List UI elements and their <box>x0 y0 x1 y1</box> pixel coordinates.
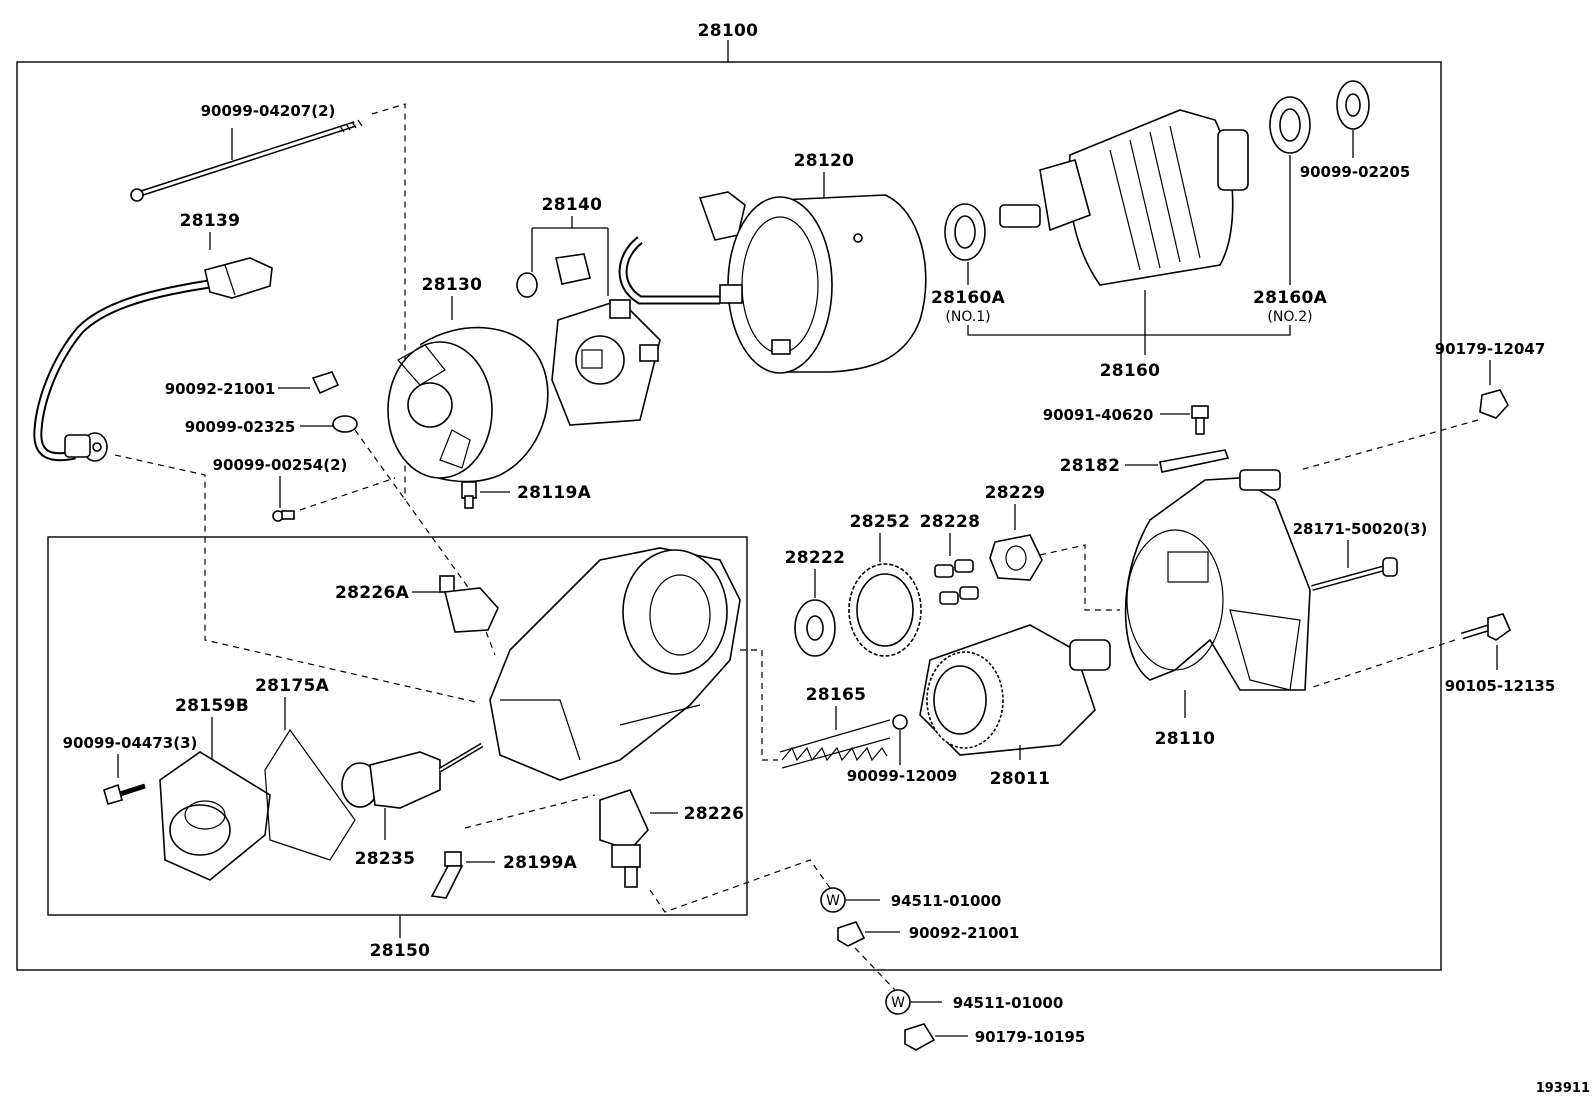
lead-wire-label: 28139 <box>180 211 241 231</box>
armature-group-label: 28160 <box>1100 361 1161 381</box>
washer-e: W <box>885 989 911 1015</box>
screw-a-label: 90099-00254(2) <box>213 456 348 474</box>
washer-e-label: 94511-01000 <box>953 994 1064 1012</box>
retainer-label: 28229 <box>985 483 1046 503</box>
bolt-c-label: 28171-50020(3) <box>1293 520 1428 538</box>
nut-small-a-label: 90092-21001 <box>165 380 276 398</box>
bolt-b-label: 90091-40620 <box>1043 406 1154 424</box>
clutch <box>919 624 1111 756</box>
retainer <box>989 534 1043 581</box>
yoke-label: 28120 <box>794 151 855 171</box>
stud-bolt-label: 90105-12135 <box>1445 677 1556 695</box>
contact-a-label: 28119A <box>517 483 592 503</box>
plunger <box>341 742 484 809</box>
subassembly-label: 28150 <box>370 941 431 961</box>
yoke <box>618 191 927 374</box>
terminal-b-label: 28226 <box>684 804 745 824</box>
brush-holder <box>516 253 661 426</box>
contact-b-label: 28199A <box>503 853 578 873</box>
cover <box>159 751 271 881</box>
armature <box>999 109 1249 286</box>
terminal-a <box>439 575 499 633</box>
gear <box>848 563 922 657</box>
cover-label: 28159B <box>175 696 249 716</box>
bearing-no2 <box>1269 96 1311 154</box>
figure-ref: 193911 <box>1536 1081 1590 1096</box>
nut-b-label: 90179-12047 <box>1435 340 1546 358</box>
gear-label: 28252 <box>850 512 911 532</box>
lead-wire <box>33 257 273 462</box>
nut-small-a <box>311 371 340 395</box>
terminal-a-label: 28226A <box>335 583 410 603</box>
nut-b <box>1479 389 1509 419</box>
lever-label: 28182 <box>1060 456 1121 476</box>
brush-holder-label: 28140 <box>542 195 603 215</box>
screw-a <box>272 510 295 522</box>
bearing-no1-note: (NO.1) <box>945 309 990 325</box>
bearing-no1-label: 28160A <box>931 288 1006 308</box>
contact-a <box>461 481 477 509</box>
roller-label: 28228 <box>920 512 981 532</box>
nut-c <box>837 921 866 947</box>
washer-c-label: 28222 <box>785 548 846 568</box>
washer-c <box>794 599 836 657</box>
screw-b <box>103 783 146 805</box>
svg-text:W: W <box>826 893 840 909</box>
cover-gasket-label: 28175A <box>255 676 330 696</box>
washer-a <box>332 415 358 433</box>
end-frame-label: 28130 <box>422 275 483 295</box>
subassembly-frame <box>47 536 748 916</box>
assembly-frame <box>16 61 1442 971</box>
ball <box>892 714 908 730</box>
housing-label: 28110 <box>1155 729 1216 749</box>
nut-c-label: 90092-21001 <box>909 924 1020 942</box>
spring-label: 28165 <box>806 685 867 705</box>
assembly-label: 28100 <box>698 21 759 41</box>
rollers <box>934 559 979 605</box>
stud-bolt <box>1460 613 1511 641</box>
washer-b-label: 90099-02205 <box>1300 163 1411 181</box>
bearing-no2-label: 28160A <box>1253 288 1328 308</box>
lever <box>1159 449 1230 473</box>
bolt-b <box>1191 405 1209 435</box>
screw-b-label: 90099-04473(3) <box>63 734 198 752</box>
ball-label: 90099-12009 <box>847 767 958 785</box>
housing <box>1124 469 1311 691</box>
bolt-c <box>1311 557 1398 591</box>
spring <box>779 719 891 769</box>
bearing-no1 <box>944 203 986 261</box>
clutch-label: 28011 <box>990 769 1051 789</box>
nut-d <box>904 1023 936 1051</box>
solenoid-body <box>489 547 741 781</box>
contact-b <box>430 851 464 899</box>
svg-text:W: W <box>891 995 905 1011</box>
terminal-b <box>599 789 649 888</box>
washer-b <box>1336 80 1370 130</box>
nut-d-label: 90179-10195 <box>975 1028 1086 1046</box>
bearing-no2-note: (NO.2) <box>1267 309 1312 325</box>
bolt-long-label: 90099-04207(2) <box>201 102 336 120</box>
washer-d: W <box>820 887 846 913</box>
through-bolt <box>130 119 363 202</box>
washer-d-label: 94511-01000 <box>891 892 1002 910</box>
plunger-label: 28235 <box>355 849 416 869</box>
end-frame <box>387 326 549 483</box>
washer-a-label: 90099-02325 <box>185 418 296 436</box>
cover-gasket <box>264 728 356 861</box>
